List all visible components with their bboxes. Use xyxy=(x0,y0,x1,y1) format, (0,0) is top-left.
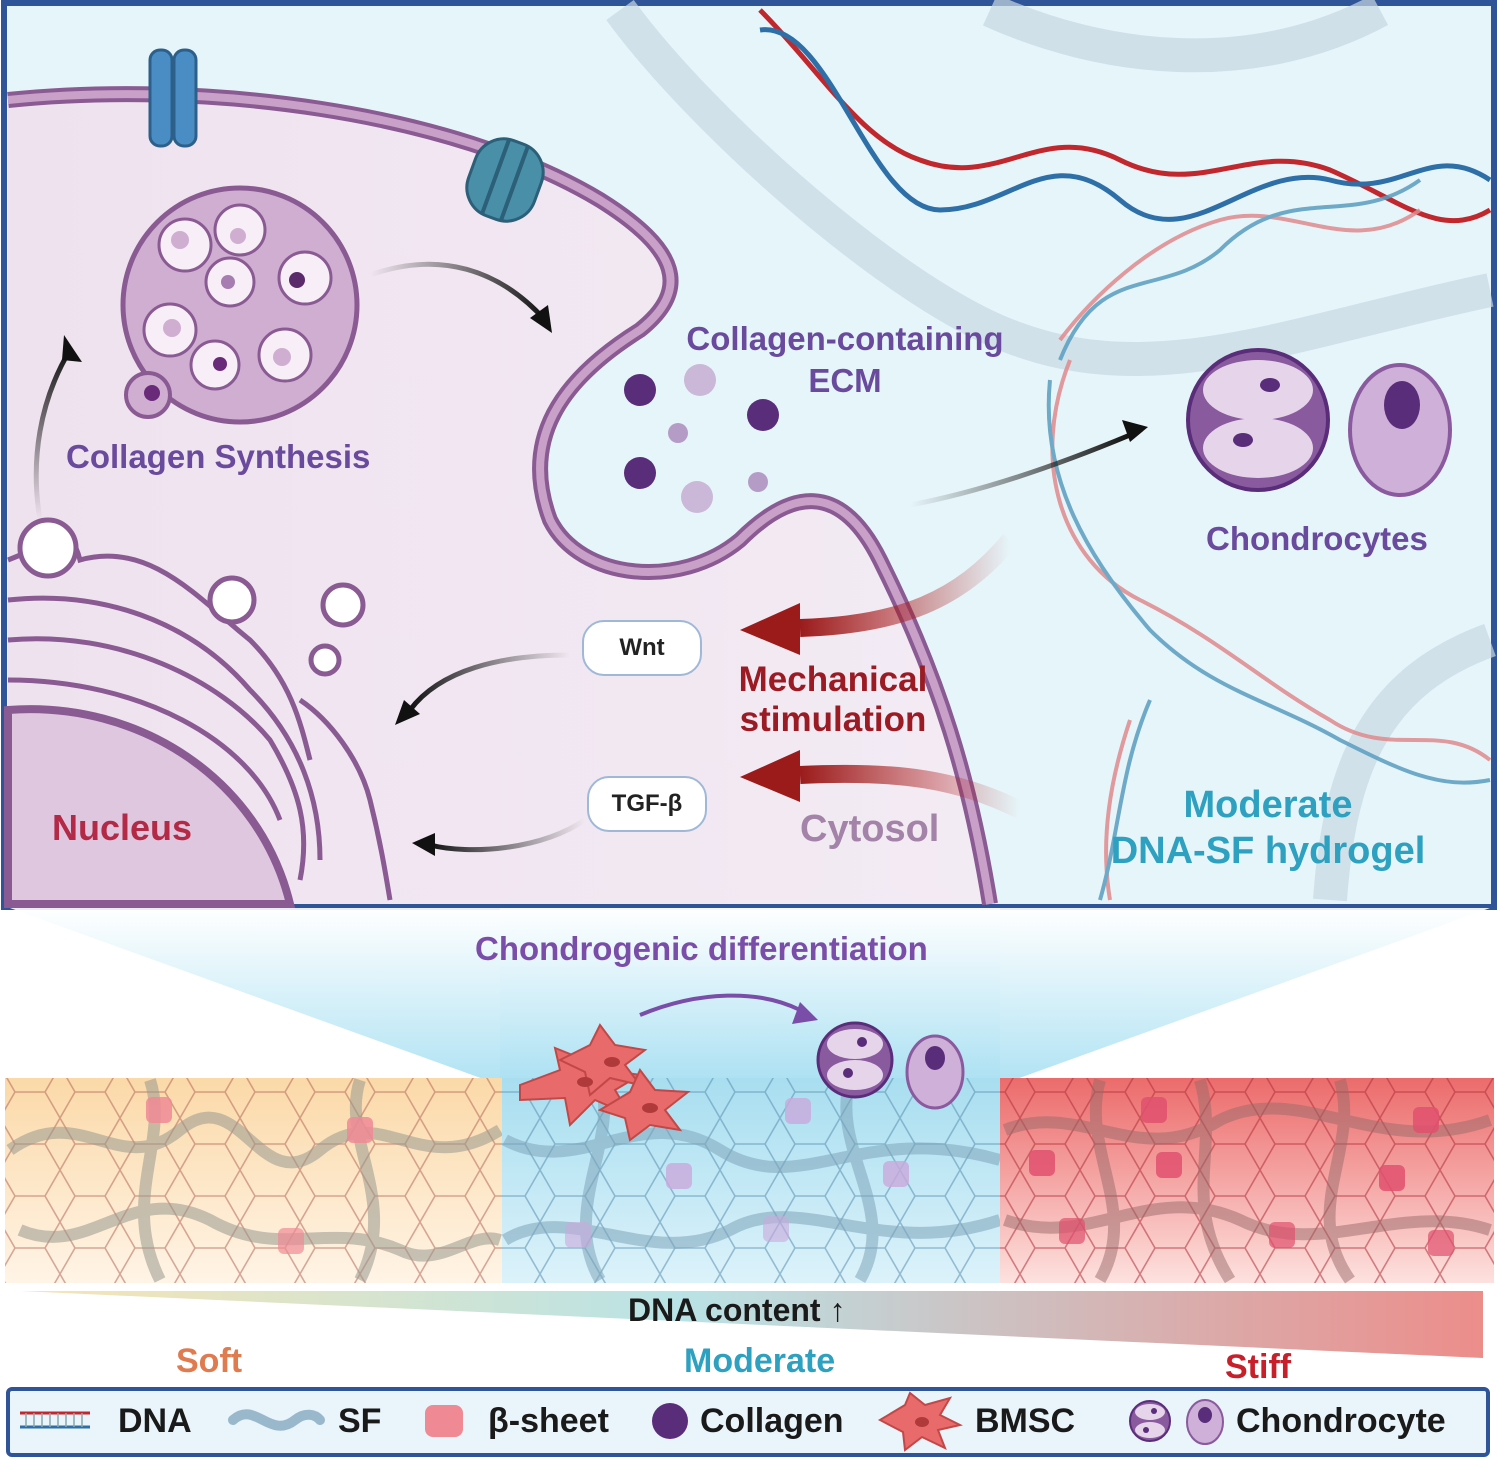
mechanical-stimulation-line2: stimulation xyxy=(739,700,927,739)
cytosol-label: Cytosol xyxy=(800,808,940,850)
chondrocyte-single-small-icon xyxy=(905,1034,965,1110)
ecm-collagen-particles xyxy=(624,364,779,513)
top-panel xyxy=(1,0,1497,910)
legend-beta-sheet-label: β-sheet xyxy=(488,1402,609,1440)
legend-box xyxy=(6,1387,1490,1457)
dna-helix-main xyxy=(758,8,1492,223)
ecm-label-line2: ECM xyxy=(808,362,882,399)
chondrocyte-single-icon xyxy=(1348,363,1452,497)
tgf-beta-badge: TGF-β xyxy=(587,776,707,832)
nucleus-label: Nucleus xyxy=(52,807,193,848)
ion-channel-icon xyxy=(148,48,198,148)
moderate-label: Moderate xyxy=(684,1342,836,1380)
legend-dna-label: DNA xyxy=(118,1402,192,1440)
sf-fibers-background xyxy=(606,0,1496,902)
collagen-synthesis-label: Collagen Synthesis xyxy=(66,438,371,475)
arrow-tgf-icon xyxy=(412,817,587,856)
chondrocyte-pair-small-icon xyxy=(816,1021,894,1099)
legend-chondrocyte-label: Chondrocyte xyxy=(1236,1402,1446,1440)
legend-sf-label: SF xyxy=(338,1402,382,1440)
soft-label: Soft xyxy=(176,1342,243,1380)
dna-helix-light xyxy=(1046,178,1492,901)
chondrogenic-differentiation-label: Chondrogenic differentiation xyxy=(475,930,928,967)
differentiation-arrow-icon xyxy=(639,993,818,1024)
membrane-channel-icon xyxy=(465,137,545,223)
arrow-up-icon xyxy=(33,335,82,521)
mechanical-arrow-lower-icon xyxy=(740,750,1025,819)
chondrocytes-label: Chondrocytes xyxy=(1206,520,1428,557)
arrow-to-membrane-icon xyxy=(369,261,552,333)
stiff-hydrogel-panel xyxy=(1000,1078,1494,1284)
legend-bmsc-label: BMSC xyxy=(975,1402,1076,1440)
stiff-label: Stiff xyxy=(1225,1348,1292,1386)
dna-content-wedge xyxy=(20,1291,1483,1358)
bmsc-cells-icon xyxy=(519,1023,691,1142)
golgi-apparatus-icon xyxy=(7,517,393,901)
wnt-badge: Wnt xyxy=(582,620,702,676)
soft-hydrogel-panel xyxy=(5,1078,504,1283)
collagen-vesicle-icon xyxy=(120,185,360,425)
mechanical-arrow-upper-icon xyxy=(740,534,1017,655)
mechanical-stimulation-line1: Mechanical xyxy=(738,660,928,699)
moderate-hydrogel-panel xyxy=(501,1078,1002,1283)
hydrogel-label-line2: DNA-SF hydrogel xyxy=(1110,830,1426,872)
dna-content-label: DNA content ↑ xyxy=(628,1292,846,1328)
chondrocyte-pair-icon xyxy=(1186,348,1330,492)
nucleus-shape xyxy=(4,705,296,908)
hydrogel-label-line1: Moderate xyxy=(1183,784,1353,826)
ecm-label-line1: Collagen-containing xyxy=(686,320,1004,357)
arrow-to-chondrocytes-icon xyxy=(909,420,1148,508)
legend-collagen-label: Collagen xyxy=(700,1402,844,1440)
arrow-wnt-icon xyxy=(395,652,571,725)
